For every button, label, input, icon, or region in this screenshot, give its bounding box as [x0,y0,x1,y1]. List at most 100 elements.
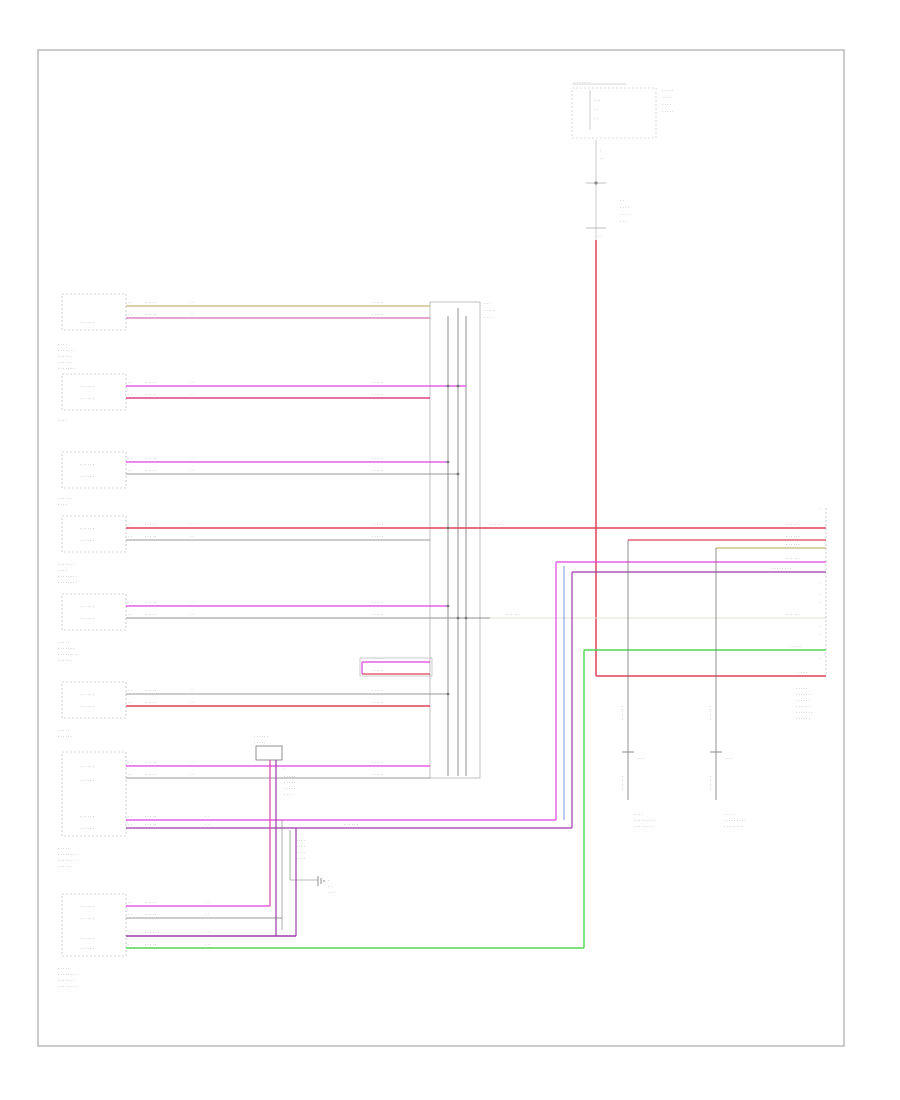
splice-dot-icon [456,472,460,476]
svg-text:· ·: · · [594,107,598,112]
svg-text:· · · ·: · · · · [296,838,305,843]
svg-text:· · · · ·: · · · · · [372,456,383,461]
svg-text:· · · · ·: · · · · · [372,760,383,765]
svg-text:· · · · · ·: · · · · · · [786,522,800,527]
power-feed: · · · · · · · · · · · · · · · · · · · · … [571,80,673,240]
svg-text:· · · · · ·: · · · · · · [80,462,94,467]
sensor-right: · · · · · · · · · · · · · · · · · · · · … [708,706,746,829]
svg-text:· · · · · · · · ·: · · · · · · · · · [634,818,656,823]
svg-text:·: · [820,624,821,629]
svg-text:· · · · ·: · · · · · [372,688,383,693]
splice-dot-icon [446,604,450,608]
diagram-frame [37,49,845,1047]
svg-text:· · · · · ·: · · · · · · [80,526,94,531]
svg-text:· ·: · · [128,300,132,305]
svg-text:· · · · ·: · · · · · [58,966,69,971]
svg-text:· ·: · · [190,612,194,617]
svg-text:· · · · · ·: · · · · · · [80,916,94,921]
svg-text:· ·: · · [594,116,598,121]
svg-text:· ·: · · [190,700,194,705]
svg-text:· · · · · · ·: · · · · · · · [796,710,813,715]
svg-text:· · · · ·: · · · · · [145,380,156,385]
svg-text:· ·: · · [190,688,194,693]
module-2: · · · · · · · · · · · · · ·· · · · · · ·… [58,373,466,423]
splice-dot-icon [446,526,450,530]
svg-text:· ·: · · [128,312,132,317]
svg-text:· ·: · · [190,300,194,305]
svg-text:· · ·: · · · [594,98,600,103]
svg-text:· · · · ·: · · · · · [484,308,495,313]
svg-text:· · · · · ·: · · · · · · [796,704,810,709]
svg-text:· · · · ·: · · · · · [372,380,383,385]
svg-text:· ·: · · [128,760,132,765]
svg-text:· · · · · ·: · · · · · · [80,396,94,401]
svg-text:· · · · ·: · · · · · [145,522,156,527]
svg-text:· · · · · ·: · · · · · · [344,822,358,827]
svg-text:· · · · ·: · · · · · [372,534,383,539]
svg-text:· · ·: · · · [726,756,732,761]
svg-text:· · · · ·: · · · · · [145,392,156,397]
svg-text:· · · · · · · ·: · · · · · · · · [58,652,77,657]
fuse-block-box [571,87,657,139]
svg-text:· · · · ·: · · · · · [284,786,295,791]
svg-text:· · · · · ·: · · · · · · [796,716,810,721]
svg-text:· · · · · · ·: · · · · · · · [574,80,591,85]
svg-text:· · · · · ·: · · · · · · [786,556,800,561]
svg-text:· ·: · · [205,822,209,827]
svg-text:· · · · ·: · · · · · [145,772,156,777]
svg-text:· · · · ·: · · · · · [254,740,265,745]
svg-text:· · · ·: · · · · [798,670,807,675]
svg-text:· · ·: · · · [620,219,626,224]
svg-text:· · · · ·: · · · · · [145,900,156,905]
svg-text:· ·: · · [328,884,332,889]
svg-text:· · · · ·: · · · · · [284,774,295,779]
svg-text:· · · · · · · ·: · · · · · · · · [724,824,743,829]
svg-text:· · · · · · ·: · · · · · · · [58,366,75,371]
svg-text:· · · · ·: · · · · · [58,728,69,733]
svg-text:· · · · ·: · · · · · [372,612,383,617]
svg-text:· · · · ·: · · · · · [284,780,295,785]
svg-text:· ·: · · [296,832,300,837]
svg-text:·: · [820,592,821,597]
module-4: · · · · · · · · · · · · · · · · · · · · ·… [58,515,826,585]
svg-text:· · ·: · · · [484,301,490,306]
svg-text:· · · ·: · · · · [634,812,643,817]
svg-text:· · · · ·: · · · · · [372,300,383,305]
svg-text:· · · · · · ·: · · · · · · · [58,562,75,567]
svg-text:·: · [328,878,329,883]
module-8: · · · · · · · · · · · · · · · · · · · · … [58,828,584,989]
module-7: · · · · · · · · · · · · · · · · · · · · … [58,751,572,869]
termination-junction: · · · · · · · · · · · · · · · · · · · · … [254,734,334,936]
svg-text:· · · · · ·: · · · · · · [80,616,94,621]
svg-text:· · · · · · · ·: · · · · · · · · [772,566,791,571]
svg-text:· · · · ·: · · · · · [145,760,156,765]
svg-text:· · · · ·: · · · · · [145,612,156,617]
svg-text:· · · · · ·: · · · · · · [620,706,625,720]
svg-text:· · · · ·: · · · · · [662,109,673,114]
svg-text:· ·: · · [128,534,132,539]
splice-dot-icon [446,460,450,464]
svg-text:· · · · · ·: · · · · · · [786,534,800,539]
svg-text:· · · · · ·: · · · · · · [506,612,520,617]
svg-text:· · · · · ·: · · · · · · [80,826,94,831]
svg-text:· ·: · · [190,760,194,765]
svg-text:· ·: · · [205,912,209,917]
svg-text:· · · · · ·: · · · · · · [80,904,94,909]
data-bus-trunk: · · · · · · · · · · · · [429,301,495,779]
svg-text:· · · · · ·: · · · · · · [708,706,713,720]
svg-text:· · · · · ·: · · · · · · [80,538,94,543]
svg-text:· ·: · · [190,534,194,539]
svg-text:· · · · · ·: · · · · · · [80,814,94,819]
svg-text:· · · · ·: · · · · · [372,522,383,527]
svg-text:· · · · · ·: · · · · · · [145,930,159,935]
svg-text:· · · ·: · · · · [296,856,305,861]
svg-text:· · · ·: · · · · [58,502,67,507]
module-3: · · · · · · · · · · · · · ·· · · · · · ·… [58,451,460,507]
svg-text:· ·: · · [600,156,604,161]
svg-text:· · · · · ·: · · · · · · [80,320,94,325]
svg-text:· ·: · · [128,468,132,473]
svg-text:· · · · · · · ·: · · · · · · · · [58,852,77,857]
svg-text:· · · · · ·: · · · · · · [490,522,504,527]
svg-text:· · · · ·: · · · · · [145,600,156,605]
svg-text:· · · · · ·: · · · · · · [80,692,94,697]
